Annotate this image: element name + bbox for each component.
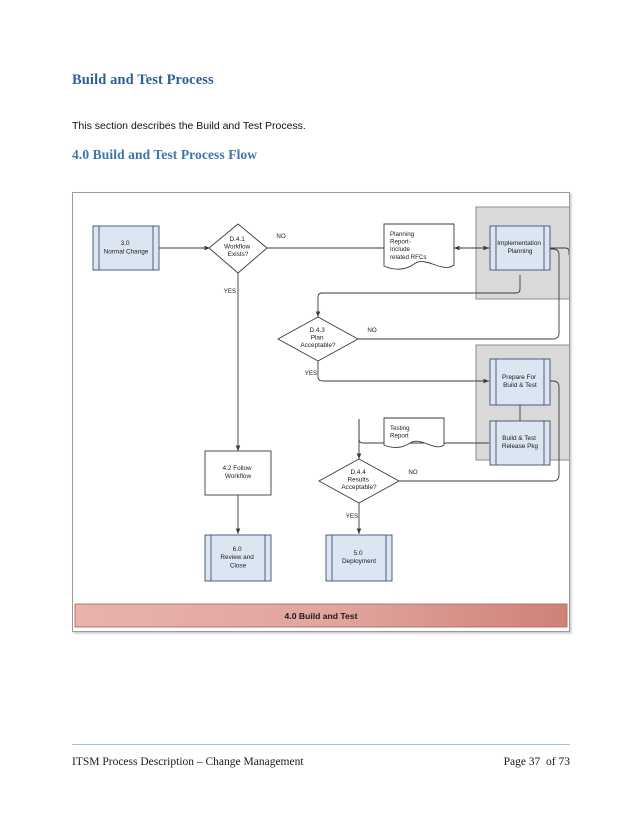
process-flow-diagram: 3.0 Normal Change D.4.1 Workflow Exists?… (72, 192, 570, 632)
node-label: 6.0 Review and Close (220, 546, 255, 569)
node-prepare-build-test[interactable]: Prepare For Build & Test (489, 358, 551, 406)
node-decision-d43[interactable]: D.4.3 Plan Acceptable? (277, 316, 359, 362)
node-implementation-planning[interactable]: Implementation Planning (489, 225, 551, 271)
node-label: Prepare For Build & Test (502, 374, 538, 389)
edge-label-d44-yes: YES (346, 513, 358, 520)
intro-paragraph: This section describes the Build and Tes… (72, 120, 306, 132)
node-label: 3.0 Normal Change (104, 240, 149, 255)
node-label: D.4.3 Plan Acceptable? (300, 327, 336, 349)
edge-label-d44-no: NO (408, 469, 417, 476)
node-normal-change[interactable]: 3.0 Normal Change (92, 225, 160, 271)
node-label: Planning Report- Include related RFCs (390, 231, 426, 261)
node-planning-report[interactable]: Planning Report- Include related RFCs (383, 223, 455, 270)
section-heading: 4.0 Build and Test Process Flow (72, 147, 258, 162)
node-review-and-close[interactable]: 6.0 Review and Close (204, 534, 272, 582)
footer-divider (72, 744, 570, 745)
edge-label-d43-yes: YES (305, 370, 317, 377)
footer-page-number: Page 37 of 73 (503, 756, 570, 768)
edge-label-d43-no: NO (367, 327, 376, 334)
node-label: D.4.4 Results Acceptable? (341, 469, 377, 491)
edge-label-d41-yes: YES (224, 288, 236, 295)
footer-document-title: ITSM Process Description – Change Manage… (72, 756, 304, 768)
node-decision-d44[interactable]: D.4.4 Results Acceptable? (318, 458, 400, 504)
node-label: 4.2 Follow Workflow (223, 465, 254, 480)
node-label: Testing Report (390, 425, 411, 440)
phase-banner-label: 4.0 Build and Test (285, 611, 358, 621)
edge-label-d41-no: NO (276, 233, 285, 240)
node-label: Implementation Planning (497, 240, 542, 255)
connector-layer (158, 245, 569, 535)
node-label: D.4.1 Workflow Exists? (224, 236, 252, 258)
page-title: Build and Test Process (72, 72, 214, 88)
node-build-test-release-pkg[interactable]: Build & Test Release Pkg (489, 420, 551, 466)
node-deployment[interactable]: 5.0 Deployment (325, 534, 393, 582)
node-label: Build & Test Release Pkg (502, 435, 539, 450)
node-decision-d41[interactable]: D.4.1 Workflow Exists? (208, 223, 268, 274)
node-follow-workflow[interactable]: 4.2 Follow Workflow (204, 450, 272, 496)
phase-banner: 4.0 Build and Test (74, 603, 568, 628)
node-label: 5.0 Deployment (342, 550, 376, 565)
node-testing-report[interactable]: Testing Report (383, 417, 445, 448)
